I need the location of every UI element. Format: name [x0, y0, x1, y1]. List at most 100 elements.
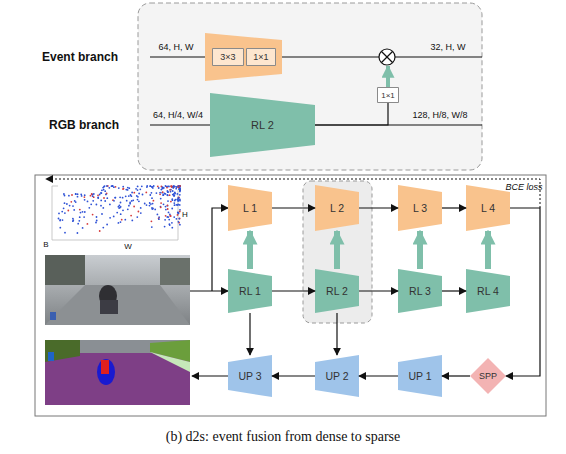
node-shape — [315, 355, 359, 397]
event-dot — [82, 227, 84, 229]
event-dot — [59, 219, 61, 221]
caption: (b) d2s: event fusion from dense to spar… — [166, 429, 400, 445]
event-dot — [179, 186, 181, 188]
axis-label: H — [182, 210, 188, 219]
event-dot — [128, 205, 130, 207]
event-dot — [171, 227, 173, 229]
event-dot — [179, 189, 181, 191]
event-dot — [178, 185, 180, 187]
multiply-symbol — [379, 49, 395, 65]
spp-block: SPP — [470, 358, 506, 394]
event-dot — [106, 224, 108, 226]
event-dot — [156, 192, 158, 194]
connector — [272, 207, 315, 208]
event-layer: L 1 — [228, 185, 272, 231]
event-dot — [179, 188, 181, 190]
event-dot — [61, 211, 63, 213]
event-dot — [160, 206, 162, 208]
event-dot — [178, 188, 180, 190]
event-dot — [100, 205, 102, 207]
event-dot — [169, 215, 171, 217]
event-dot — [137, 189, 139, 191]
event-dot — [101, 189, 103, 191]
image-trees — [160, 258, 190, 285]
event-dot — [151, 186, 153, 188]
event-dot — [72, 218, 74, 220]
event-dot — [118, 222, 120, 224]
event-dot — [84, 196, 86, 198]
event-dot — [177, 212, 179, 214]
event-dot — [119, 207, 121, 209]
node-shape — [470, 358, 506, 394]
tensor-size: 64, H, W — [158, 42, 193, 52]
event-dot — [59, 227, 61, 229]
event-dot — [100, 200, 102, 202]
event-dot — [170, 191, 172, 193]
event-dot — [62, 219, 64, 221]
event-layer: L 3 — [398, 185, 442, 231]
event-dot — [72, 219, 74, 221]
event-dot — [178, 221, 180, 223]
event-dot — [152, 203, 154, 205]
event-dot — [103, 197, 105, 199]
event-dot — [151, 192, 153, 194]
axis — [52, 186, 58, 187]
event-dot — [91, 193, 93, 195]
image-rider — [97, 359, 115, 385]
node-shape — [228, 269, 272, 313]
event-dot — [121, 219, 123, 221]
node-shape — [398, 355, 442, 397]
event-dot — [64, 212, 66, 214]
event-dot — [75, 201, 77, 203]
upsample-block: UP 1 — [398, 355, 442, 397]
event-dot — [124, 219, 126, 221]
event-dot — [153, 185, 155, 187]
event-layer: L 2 — [315, 185, 359, 231]
wire — [150, 124, 210, 125]
event-dot — [176, 218, 178, 220]
event-dot — [77, 223, 79, 225]
event-dot — [163, 187, 165, 189]
event-dot — [146, 204, 148, 206]
event-dot — [87, 223, 89, 225]
event-dot — [179, 209, 181, 211]
event-dot — [169, 194, 171, 196]
event-dot — [103, 186, 105, 188]
event-dot — [146, 185, 148, 187]
event-dot — [79, 216, 81, 218]
event-dot — [152, 208, 154, 210]
event-dot — [122, 186, 124, 188]
event-dot — [123, 188, 125, 190]
event-dot — [179, 224, 181, 226]
event-dot — [144, 203, 146, 205]
event-dot — [164, 226, 166, 228]
event-dot — [99, 194, 101, 196]
event-dot — [177, 204, 179, 206]
event-dot — [120, 213, 122, 215]
event-dot — [169, 224, 171, 226]
node-label: 1×1 — [246, 48, 276, 66]
event-dot — [167, 205, 169, 207]
image-sidewalk — [150, 352, 190, 372]
wire — [282, 56, 379, 57]
event-dot — [114, 197, 116, 199]
branch-label: RGB branch — [49, 118, 119, 132]
connector — [442, 375, 470, 376]
event-dot — [136, 216, 138, 218]
fusion-arrow — [386, 66, 390, 87]
connector — [336, 313, 337, 355]
event-dot — [151, 207, 153, 209]
event-dot — [138, 200, 140, 202]
event-dot — [177, 186, 179, 188]
event-dot — [104, 185, 106, 187]
event-dot — [170, 185, 172, 187]
event-dot — [77, 196, 79, 198]
event-dot — [178, 197, 180, 199]
event-dot — [81, 195, 83, 197]
tensor-size: 32, H, W — [430, 42, 465, 52]
rgb-layer: RL 2 — [210, 93, 315, 157]
node-shape — [228, 355, 272, 397]
event-dot — [133, 206, 135, 208]
event-dot — [84, 194, 86, 196]
event-dot — [166, 186, 168, 188]
